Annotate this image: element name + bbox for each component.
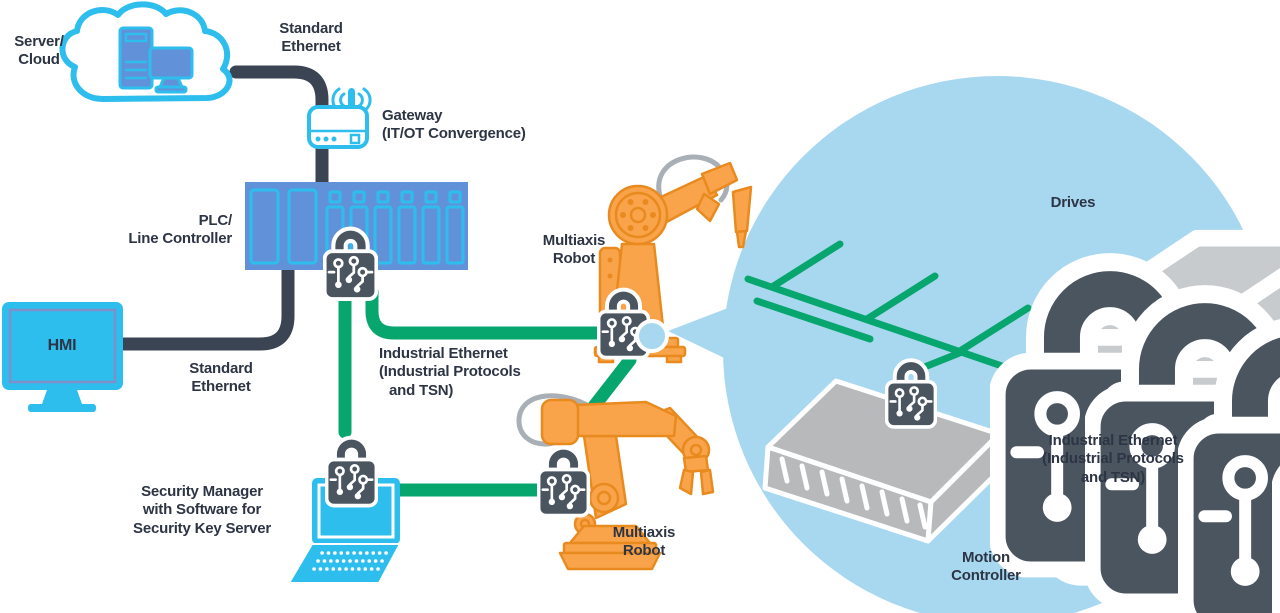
label-drives: Drives [1050, 194, 1096, 211]
zoom-cone [668, 303, 741, 366]
label-industrial-ethernet-inset: Industrial Ethernet (Industrial Protocol… [1042, 432, 1184, 486]
label-multiaxis-robot-top: Multiaxis Robot [542, 232, 606, 268]
industrial-line-plc-robot-top [365, 285, 607, 340]
label-motion-controller: Motion Controller [951, 549, 1021, 585]
multiaxis-robot-bottom-icon [516, 393, 715, 571]
robot-joint-bolts [620, 199, 656, 231]
label-plc: PLC/ Line Controller [128, 212, 232, 248]
padlock-security-manager-icon [327, 444, 377, 506]
server-cloud-icon [59, 1, 233, 102]
multiaxis-robot-top-icon [593, 154, 753, 364]
plc-rack-icon [245, 182, 468, 270]
label-hmi: HMI [47, 337, 77, 354]
plc-modules [325, 190, 465, 265]
label-standard-ethernet-top: Standard Ethernet [279, 20, 343, 56]
controller-vents [779, 456, 928, 530]
padlock-robot-bottom-icon [539, 454, 589, 516]
robot-cable-icon [516, 393, 601, 447]
label-server-cloud: Server/ Cloud [14, 33, 64, 69]
cloud-monitor-icon [148, 46, 194, 94]
robot-cable-icon [656, 154, 730, 203]
gateway-icon [307, 87, 372, 149]
label-standard-ethernet-bottom: Standard Ethernet [189, 360, 253, 396]
security-manager-laptop-icon [287, 478, 402, 584]
ethernet-line-cloud-gateway-plc [229, 65, 329, 189]
label-multiaxis-robot-bottom: Multiaxis Robot [612, 524, 676, 560]
label-gateway: Gateway (IT/OT Convergence) [382, 107, 526, 143]
label-industrial-ethernet-mid: Industrial Ethernet (Industrial Protocol… [379, 345, 521, 399]
label-security-manager: Security Manager with Software for Secur… [133, 483, 271, 537]
ethernet-line-plc-hmi [113, 261, 295, 351]
motion-controller-icon [762, 378, 1002, 544]
hmi-monitor-icon [2, 302, 123, 412]
server-icon [118, 26, 154, 90]
magnifier-dot-icon [635, 319, 669, 353]
